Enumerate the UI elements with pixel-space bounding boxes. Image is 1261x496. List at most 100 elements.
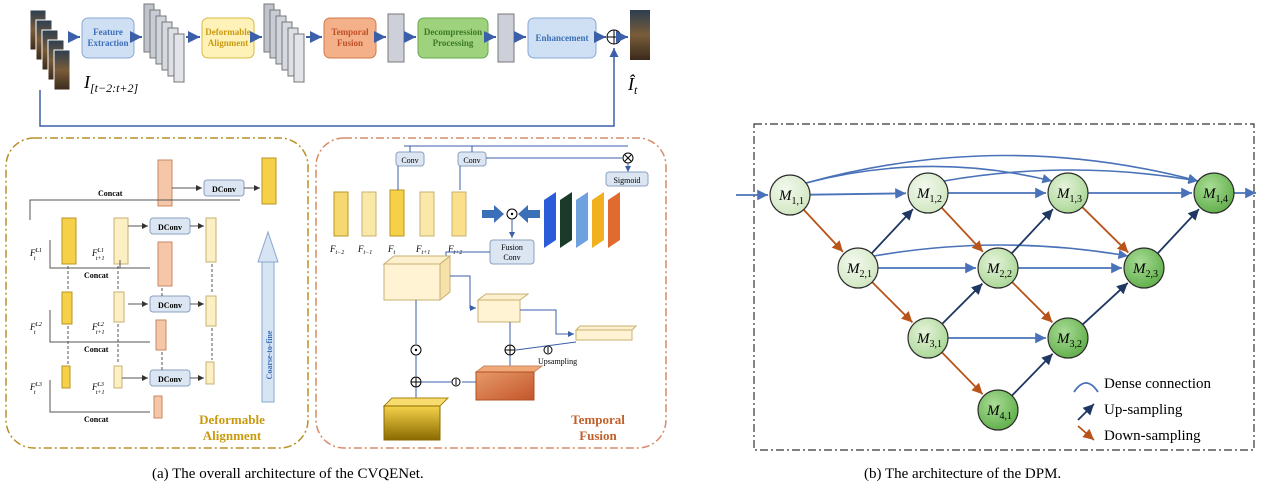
feature-block bbox=[113, 365, 123, 389]
up-sampling-edge bbox=[870, 208, 914, 254]
feature-maps-2 bbox=[263, 3, 305, 83]
deformable-alignment-panel: DConv DConv DConv DConv bbox=[5, 137, 309, 449]
fused-feature-map bbox=[387, 13, 405, 63]
temporal-fusion-title: Temporal bbox=[571, 412, 625, 427]
svg-text:DConv: DConv bbox=[212, 185, 236, 194]
enhancement-label: Enhancement bbox=[535, 33, 588, 43]
decompressed-feature-map bbox=[497, 13, 515, 63]
feature-block bbox=[153, 395, 163, 419]
legend-up-label: Up-sampling bbox=[1104, 402, 1183, 418]
sigmoid-box: Sigmoid bbox=[605, 171, 649, 187]
input-frames bbox=[29, 9, 71, 91]
dpm-node: M3,1 bbox=[907, 317, 949, 359]
dpm-node: M1,4 bbox=[1193, 172, 1235, 214]
attention-maps bbox=[544, 192, 620, 248]
feature-block bbox=[155, 319, 167, 351]
fusion-conv-box: Fusion Conv bbox=[489, 239, 535, 265]
feature-block bbox=[205, 361, 215, 385]
svg-text:DConv: DConv bbox=[158, 223, 182, 232]
dpm-node: M2,3 bbox=[1123, 247, 1165, 289]
temporal-fusion-panel: Conv Conv Sigmoid Ft−2 Ft−1 Ft bbox=[315, 137, 667, 449]
feature-block bbox=[205, 217, 217, 263]
dpm-node: M3,2 bbox=[1047, 317, 1089, 359]
conv-box: Conv bbox=[457, 151, 487, 167]
dpm-node-label: M3,1 bbox=[916, 331, 942, 350]
feature-block bbox=[61, 291, 73, 325]
dpm-node: M4,1 bbox=[977, 389, 1019, 431]
fused-feature-block bbox=[382, 254, 452, 302]
up-sampling-edge bbox=[1010, 208, 1054, 254]
dpm-nodes: M1,1 M1,2 M1,3 M1,4M2,1 M2,2 M2,3M3,1 M3,2M4,1 bbox=[769, 172, 1235, 431]
feature-block bbox=[61, 365, 71, 389]
dpm-legend: Dense connection Up-sampling Down-sampli… bbox=[1073, 376, 1212, 444]
down-sampling-edge bbox=[940, 207, 984, 253]
dpm-node: M2,1 bbox=[837, 247, 879, 289]
down-sampling-edge bbox=[802, 209, 844, 253]
dpm-node: M1,1 bbox=[769, 174, 811, 216]
downsampled-block bbox=[476, 293, 530, 323]
svg-text:DConv: DConv bbox=[158, 301, 182, 310]
caption-b: (b) The architecture of the DPM. bbox=[864, 466, 1062, 482]
dpm-node: M1,2 bbox=[907, 172, 949, 214]
dpm-node-label: M4,1 bbox=[986, 403, 1012, 422]
up-sampling-legend-icon bbox=[1077, 403, 1095, 421]
dpm-node-label: M1,3 bbox=[1056, 186, 1082, 205]
feature-block bbox=[157, 241, 173, 287]
svg-text:Coarse-to-fine: Coarse-to-fine bbox=[265, 330, 274, 379]
feature-block bbox=[61, 217, 77, 265]
dconv-box: DConv bbox=[149, 369, 191, 387]
dpm-edges bbox=[736, 154, 1256, 397]
dense-connection-edge bbox=[943, 169, 1199, 185]
up-sampling-edge bbox=[1082, 282, 1129, 326]
frame-label: Ft bbox=[387, 244, 396, 256]
svg-text:Fusion: Fusion bbox=[501, 243, 523, 252]
frame-label: Ft+1 bbox=[415, 244, 430, 256]
legend-dense-label: Dense connection bbox=[1104, 376, 1212, 392]
up-sampling-edge bbox=[1156, 208, 1200, 254]
input-label: I[t−2:t+2] bbox=[83, 72, 139, 95]
conv-box: Conv bbox=[395, 151, 425, 167]
dpm-panel: M1,1 M1,2 M1,3 M1,4M2,1 M2,2 M2,3M3,1 M3,2M4,1… bbox=[736, 123, 1256, 451]
global-skip-connection bbox=[39, 48, 619, 127]
dconv-box: DConv bbox=[149, 295, 191, 313]
dense-connection-edge bbox=[873, 244, 1129, 260]
dpm-node-label: M1,2 bbox=[916, 186, 942, 205]
dpm-node: M2,2 bbox=[977, 247, 1019, 289]
svg-text:Sigmoid: Sigmoid bbox=[613, 176, 640, 185]
svg-text:Conv: Conv bbox=[463, 156, 480, 165]
right-arrow-icon bbox=[482, 205, 504, 223]
concat-label: Concat bbox=[84, 271, 109, 280]
down-sampling-edge bbox=[1081, 206, 1129, 254]
output-block bbox=[382, 397, 450, 441]
down-sampling-legend-icon bbox=[1077, 425, 1095, 441]
dpm-node-label: M3,2 bbox=[1056, 331, 1082, 350]
svg-text:DConv: DConv bbox=[158, 375, 182, 384]
refined-block bbox=[474, 365, 544, 401]
down-sampling-edge bbox=[1011, 281, 1054, 324]
svg-text:Conv: Conv bbox=[503, 253, 520, 262]
output-frame bbox=[630, 10, 650, 60]
deformable-alignment-title: Alignment bbox=[203, 428, 262, 443]
frame-label: Ft+2 bbox=[447, 244, 462, 256]
output-label: Ît bbox=[627, 73, 638, 97]
feature-block bbox=[261, 157, 277, 205]
feature-block bbox=[113, 291, 125, 323]
up-sampling-edge bbox=[941, 282, 984, 325]
left-arrow-icon bbox=[518, 205, 540, 223]
upsampling-label: Upsampling bbox=[538, 357, 577, 366]
concat-label: Concat bbox=[98, 189, 123, 198]
down-sampling-edge bbox=[941, 351, 984, 395]
down-sampling-edge bbox=[871, 281, 914, 324]
feature-block bbox=[113, 217, 129, 265]
frame-features bbox=[333, 189, 467, 237]
